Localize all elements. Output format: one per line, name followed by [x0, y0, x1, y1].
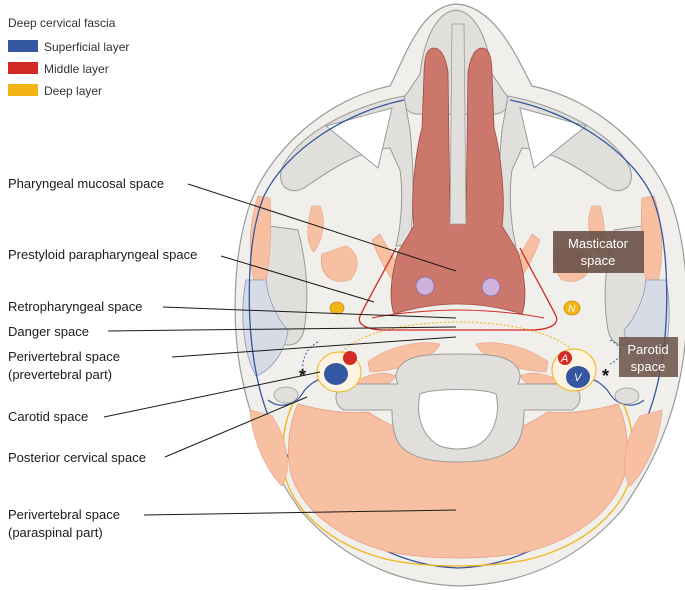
- masticator-muscle-left-medial: [307, 205, 324, 253]
- label-perivertebral-prevertebral-line-1: Perivertebral space: [8, 349, 120, 364]
- superficial-layer-fascia: [248, 99, 668, 569]
- parotid-space-box: [619, 337, 678, 377]
- masticator-space-box: [553, 231, 644, 273]
- nerve-right: [563, 300, 581, 316]
- label-perivertebral-paraspinal-line-1: Perivertebral space: [8, 507, 120, 522]
- parotid-gland-left: [242, 279, 289, 377]
- middle-layer-fascia-inner: [371, 309, 545, 319]
- legend: Deep cervical fascia Superficial layer M…: [8, 16, 129, 98]
- leader-pharyngeal-mucosal: [187, 183, 457, 272]
- leader-danger: [107, 326, 457, 332]
- legend-label-superficial: Superficial layer: [44, 40, 129, 54]
- label-prestyloid-parapharyngeal-space: Prestyloid parapharyngeal space: [8, 247, 197, 262]
- prevertebral-muscle-right: [475, 342, 549, 373]
- leader-retropharyngeal: [162, 306, 457, 319]
- nasal-septum: [449, 23, 467, 225]
- artery-label: A: [560, 353, 568, 365]
- label-pharyngeal-mucosal-space: Pharyngeal mucosal space: [8, 176, 164, 191]
- styloid-right: [614, 387, 640, 405]
- legend-label-deep: Deep layer: [44, 84, 102, 98]
- jugular-vein-left: [324, 363, 348, 385]
- leader-perivertebral-prevertebral: [171, 336, 457, 358]
- sternocleidomastoid-left: [249, 409, 288, 487]
- carotid-artery-right: [558, 351, 572, 365]
- leader-carotid: [103, 371, 321, 418]
- torus-tubarius-left: [415, 276, 435, 296]
- styloid-left: [273, 386, 299, 404]
- maxillary-sinus-right: [519, 107, 588, 169]
- torus-tubarius-right: [481, 277, 501, 297]
- label-danger-space: Danger space: [8, 324, 89, 339]
- middle-layer-fascia: [358, 247, 558, 331]
- leader-perivertebral-paraspinal: [143, 509, 457, 516]
- prevertebral-muscle-left: [367, 342, 441, 373]
- carotid-artery-left: [343, 351, 357, 365]
- legend-swatch-middle: [8, 62, 38, 74]
- legend-swatch-superficial: [8, 40, 38, 52]
- leader-lines: [103, 183, 457, 516]
- label-carotid-space: Carotid space: [8, 409, 88, 424]
- nerve-left: [329, 301, 345, 315]
- masticator-box-line-1: Masticator: [568, 236, 629, 251]
- leader-prestyloid: [220, 255, 375, 303]
- masticator-box-line-2: space: [581, 253, 616, 268]
- parotid-box-line-2: space: [631, 359, 666, 374]
- jugular-vein-right: [566, 366, 590, 388]
- parotid-box-line-1: Parotid: [627, 342, 668, 357]
- vein-label: V: [574, 372, 583, 384]
- spinal-canal: [418, 389, 498, 450]
- masticator-muscle-left-inner: [320, 245, 358, 282]
- label-perivertebral-prevertebral-line-2: (prevertebral part): [8, 367, 112, 382]
- sternocleidomastoid-right: [624, 409, 663, 487]
- legend-swatch-deep: [8, 84, 38, 96]
- leader-posterior-cervical: [164, 396, 308, 458]
- label-posterior-cervical-space: Posterior cervical space: [8, 450, 146, 465]
- parotid-boundary-right: [609, 339, 621, 365]
- legend-title: Deep cervical fascia: [8, 16, 116, 30]
- legend-label-middle: Middle layer: [44, 62, 109, 76]
- label-perivertebral-paraspinal-line-2: (paraspinal part): [8, 525, 103, 540]
- label-retropharyngeal-space: Retropharyngeal space: [8, 299, 142, 314]
- maxillary-sinus-left: [324, 107, 393, 169]
- nerve-label: N: [568, 304, 576, 315]
- asterisk-right: *: [602, 366, 609, 386]
- pharyngeal-mucosa: [390, 47, 526, 315]
